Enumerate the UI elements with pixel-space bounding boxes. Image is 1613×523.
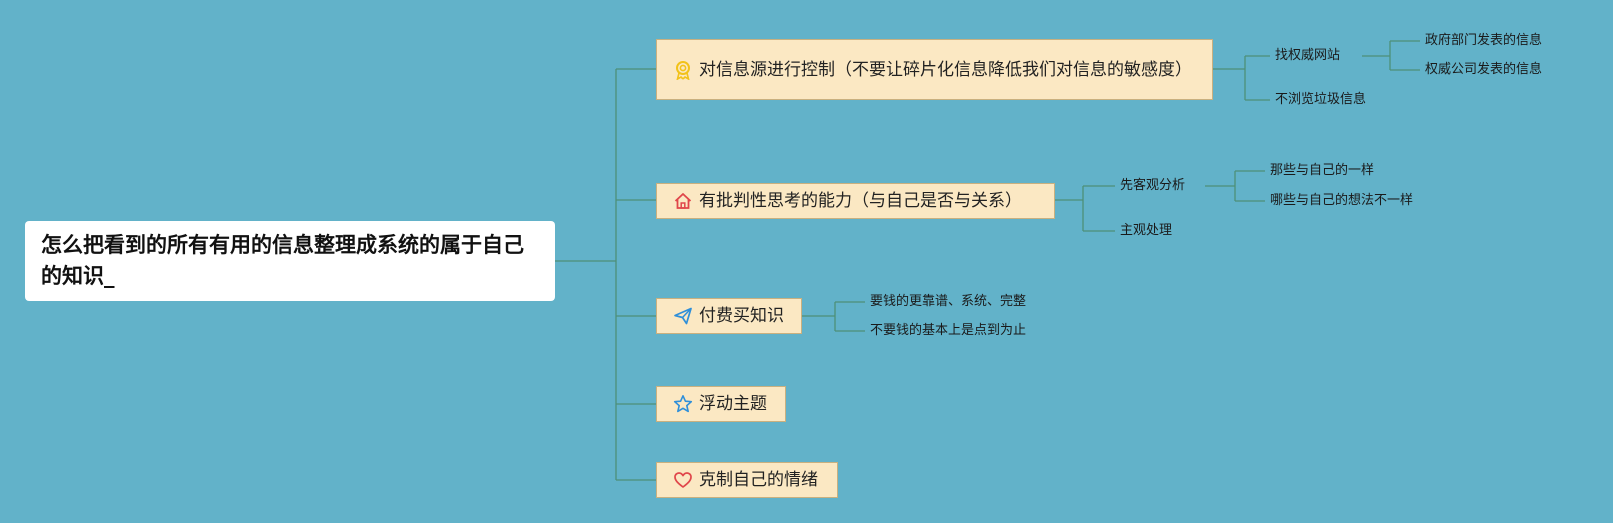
award-ribbon-icon [673, 60, 693, 80]
leaf-label: 权威公司发表的信息 [1425, 62, 1543, 77]
leaf-label: 要钱的更靠谱、系统、完整 [870, 294, 1027, 309]
root-topic[interactable]: 怎么把看到的所有有用的信息整理成系统的属于自己的知识_ [25, 221, 555, 301]
leaf-label: 哪些与自己的想法不一样 [1270, 193, 1414, 208]
subtopic-label: 不浏览垃圾信息 [1275, 92, 1367, 107]
branch-control-emotions[interactable]: 克制自己的情绪 [656, 462, 838, 498]
branch-label: 付费买知识 [699, 306, 784, 326]
subtopic-label: 先客观分析 [1120, 178, 1186, 193]
leaf-free-superficial[interactable]: 不要钱的基本上是点到为止 [870, 322, 1026, 340]
branch-label: 对信息源进行控制（不要让碎片化信息降低我们对信息的敏感度） [699, 59, 1192, 80]
branch-label: 浮动主题 [699, 394, 767, 414]
leaf-government-info[interactable]: 政府部门发表的信息 [1425, 32, 1542, 50]
leaf-label: 那些与自己的一样 [1270, 163, 1375, 178]
leaf-label: 不要钱的基本上是点到为止 [870, 323, 1027, 338]
subtopic-find-authoritative-sites[interactable]: 找权威网站 [1275, 47, 1340, 65]
branch-information-source-control[interactable]: 对信息源进行控制（不要让碎片化信息降低我们对信息的敏感度） [656, 39, 1213, 100]
paper-plane-icon [673, 306, 693, 326]
subtopic-avoid-junk-info[interactable]: 不浏览垃圾信息 [1275, 91, 1366, 109]
leaf-label: 政府部门发表的信息 [1425, 33, 1543, 48]
branch-floating-topic[interactable]: 浮动主题 [656, 386, 786, 422]
leaf-paid-more-reliable[interactable]: 要钱的更靠谱、系统、完整 [870, 293, 1026, 311]
subtopic-subjective-processing[interactable]: 主观处理 [1120, 222, 1172, 240]
branch-label: 有批判性思考的能力（与自己是否与关系） [699, 191, 1022, 211]
heart-outline-icon [673, 470, 693, 490]
leaf-authoritative-company-info[interactable]: 权威公司发表的信息 [1425, 61, 1542, 79]
branch-label: 克制自己的情绪 [699, 470, 818, 490]
root-topic-label: 怎么把看到的所有有用的信息整理成系统的属于自己的知识_ [41, 233, 524, 288]
subtopic-label: 主观处理 [1120, 223, 1173, 238]
home-icon [673, 191, 693, 211]
star-outline-icon [673, 394, 693, 414]
subtopic-label: 找权威网站 [1275, 48, 1341, 63]
branch-critical-thinking[interactable]: 有批判性思考的能力（与自己是否与关系） [656, 183, 1055, 219]
subtopic-objective-analysis[interactable]: 先客观分析 [1120, 177, 1185, 195]
branch-paid-knowledge[interactable]: 付费买知识 [656, 298, 802, 334]
leaf-different-from-self[interactable]: 哪些与自己的想法不一样 [1270, 192, 1413, 210]
leaf-same-as-self[interactable]: 那些与自己的一样 [1270, 162, 1374, 180]
